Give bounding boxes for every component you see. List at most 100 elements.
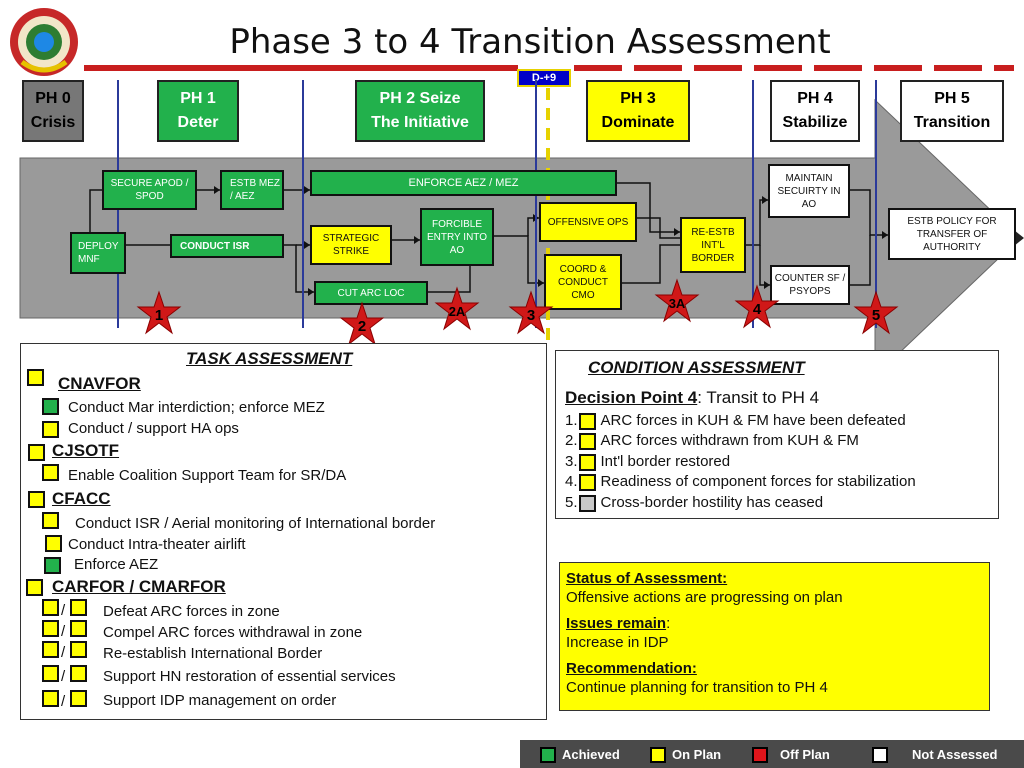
emblem-logo	[2, 2, 86, 82]
status-square	[70, 665, 87, 682]
star-label-4: 4	[753, 301, 762, 318]
status-square	[42, 665, 59, 682]
task-item: Re-establish International Border	[103, 645, 323, 662]
status-square	[27, 369, 44, 386]
status-square	[578, 473, 596, 491]
decision-point-star-4: 4	[734, 284, 780, 329]
flow-estb-policy: ESTB POLICY FOR TRANSFER OF AUTHORITY	[888, 208, 1016, 260]
phase-4-line2: Stabilize	[782, 114, 848, 131]
star-label-2: 2	[358, 318, 366, 335]
status-square	[44, 557, 61, 574]
status-square	[42, 398, 59, 415]
status-square	[42, 464, 59, 481]
phase-2-line2: The Initiative	[371, 114, 469, 131]
phase-1-line2: Deter	[177, 114, 219, 131]
phase-3-box: PH 3 Dominate	[586, 80, 690, 142]
status-square	[42, 690, 59, 707]
recommendation-text: Continue planning for transition to PH 4	[566, 679, 828, 696]
status-square	[28, 491, 45, 508]
task-item: Enforce AEZ	[74, 556, 159, 573]
phase-5-line1: PH 5	[934, 90, 970, 107]
phase-1-box: PH 1 Deter	[157, 80, 239, 142]
task-item: Conduct Intra-theater airlift	[68, 536, 246, 553]
phase-1-line1: PH 1	[180, 90, 216, 107]
phase-0-line2: Crisis	[30, 114, 76, 131]
star-label-1: 1	[155, 307, 163, 324]
phase-4-box: PH 4 Stabilize	[770, 80, 860, 142]
phase-5-box: PH 5 Transition	[900, 80, 1004, 142]
status-square	[70, 599, 87, 616]
flow-strategic-strike: STRATEGIC STRIKE	[310, 225, 392, 265]
flow-enforce-aez: ENFORCE AEZ / MEZ	[310, 170, 617, 196]
status-heading: Status of Assessment:	[566, 570, 728, 587]
status-square	[28, 444, 45, 461]
legend-notassessed-label: Not Assessed	[912, 747, 998, 762]
status-square	[70, 690, 87, 707]
status-square	[578, 494, 596, 512]
condition-item-5: 5.Cross-border hostility has ceased	[565, 494, 824, 512]
decision-point-star-5: 5	[853, 290, 899, 335]
decision-point-star-2a: 2A	[434, 286, 480, 331]
phase-3-line1: PH 3	[620, 90, 656, 107]
decision-point-star-3: 3	[508, 290, 554, 335]
phase-0-box: PH 0 Crisis	[22, 80, 84, 142]
status-square	[42, 641, 59, 658]
recommendation-heading: Recommendation:	[566, 660, 697, 677]
flow-maintain-security: MAINTAIN SECUIRTY IN AO	[768, 164, 850, 218]
status-square	[42, 421, 59, 438]
legend-offplan-swatch	[752, 747, 768, 763]
flow-offensive-ops: OFFENSIVE OPS	[539, 202, 637, 242]
decision-point-star-2: 2	[339, 301, 385, 346]
status-square	[42, 599, 59, 616]
phase-2-line1: PH 2 Seize	[379, 90, 461, 107]
status-square	[578, 453, 596, 471]
task-item: Enable Coalition Support Team for SR/DA	[68, 467, 347, 484]
d-day-marker: D-+9	[517, 69, 571, 87]
flow-estb-mez: ESTB MEZ / AEZ	[220, 170, 284, 210]
legend-achieved-swatch	[540, 747, 556, 763]
status-square	[70, 641, 87, 658]
phase-5-line2: Transition	[913, 114, 991, 131]
status-square	[26, 579, 43, 596]
task-assessment-panel	[20, 343, 547, 720]
phase-divider	[535, 80, 537, 328]
decision-point-line: Decision Point 4: Transit to PH 4	[565, 388, 819, 408]
status-text: Offensive actions are progressing on pla…	[566, 589, 843, 606]
star-label-3: 3	[527, 307, 535, 324]
phase-0-line1: PH 0	[35, 90, 71, 107]
flow-deploy-mnf: DEPLOY MNF	[70, 232, 126, 274]
legend-achieved-label: Achieved	[562, 747, 620, 762]
phase-3-line2: Dominate	[601, 114, 675, 131]
condition-item-1: 1.ARC forces in KUH & FM have been defea…	[565, 412, 906, 430]
page-title: Phase 3 to 4 Transition Assessment	[229, 22, 831, 62]
task-item: Conduct ISR / Aerial monitoring of Inter…	[75, 515, 436, 532]
status-square	[42, 512, 59, 529]
header-bar-dashes	[574, 65, 1014, 71]
task-item: Conduct / support HA ops	[68, 420, 239, 437]
star-label-2a: 2A	[449, 304, 466, 319]
status-square	[578, 432, 596, 450]
legend-onplan-swatch	[650, 747, 666, 763]
task-item: Compel ARC forces withdrawal in zone	[103, 624, 363, 641]
issues-heading: Issues remain	[566, 615, 667, 632]
task-assessment-title: TASK ASSESSMENT	[186, 349, 353, 368]
status-square	[45, 535, 62, 552]
flow-cut-arc-loc: CUT ARC LOC	[314, 281, 428, 305]
legend-onplan-label: On Plan	[672, 747, 722, 762]
flow-secure-apod: SECURE APOD / SPOD	[102, 170, 197, 210]
flow-reestb-border: RE-ESTB INT'L BORDER	[680, 217, 746, 273]
cjsotf-heading: CJSOTF	[52, 441, 120, 460]
carfor-heading: CARFOR / CMARFOR	[52, 577, 226, 596]
legend-offplan-label: Off Plan	[780, 747, 830, 762]
task-item: Support HN restoration of essential serv…	[103, 668, 396, 685]
status-square	[578, 412, 596, 430]
task-item: Defeat ARC forces in zone	[103, 603, 280, 620]
legend-bar: Achieved On Plan Off Plan Not Assessed	[520, 740, 1024, 768]
condition-item-2: 2.ARC forces withdrawn from KUH & FM	[565, 432, 859, 450]
phase-divider	[875, 80, 877, 328]
cfacc-heading: CFACC	[52, 489, 111, 508]
flow-forcible-entry: FORCIBLE ENTRY INTO AO	[420, 208, 494, 266]
condition-assessment-panel	[555, 350, 999, 519]
phase-divider	[752, 80, 754, 328]
flow-counter-sf: COUNTER SF / PSYOPS	[770, 265, 850, 305]
